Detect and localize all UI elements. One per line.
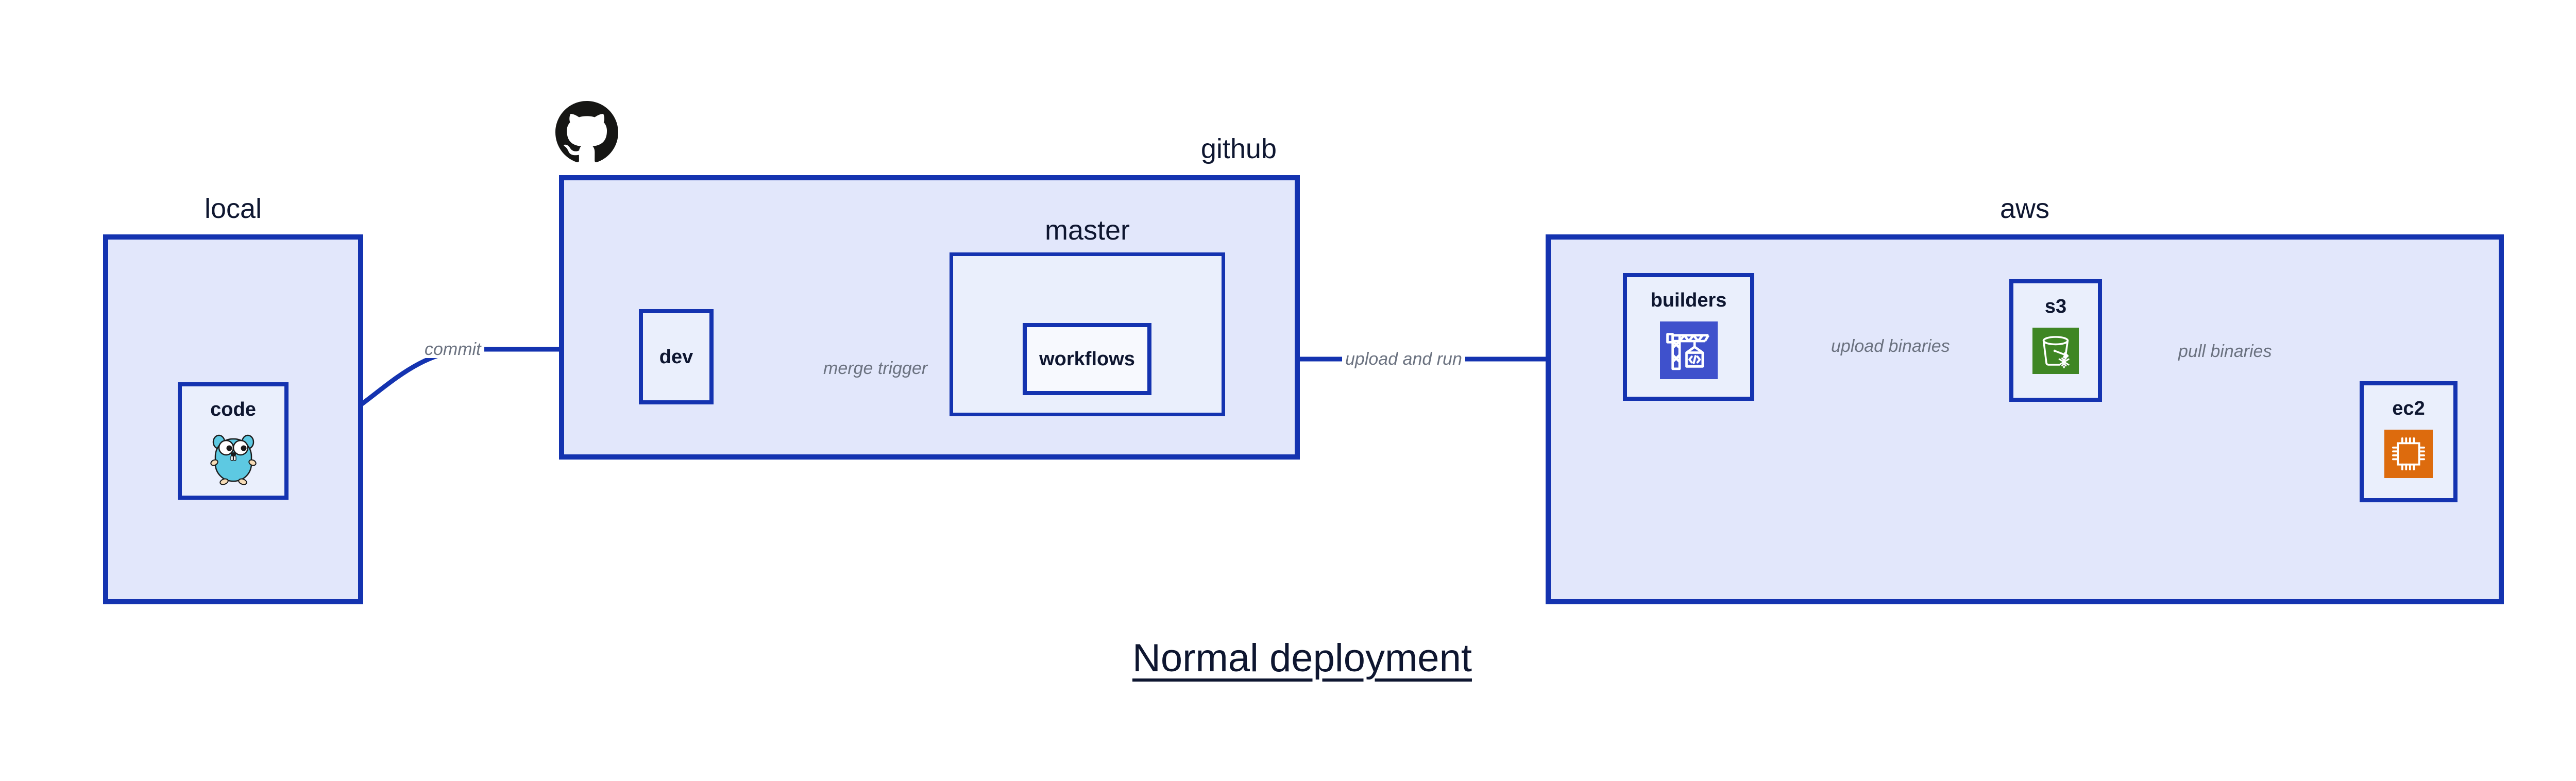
edge-label-upload-binaries: upload binaries: [1828, 337, 1953, 355]
edge-label-pull-binaries: pull binaries: [2175, 343, 2275, 360]
node-s3-label: s3: [2044, 296, 2067, 317]
node-s3[interactable]: s3: [2009, 279, 2102, 402]
edge-label-merge-trigger: merge trigger: [820, 360, 931, 377]
aws-codebuild-crane-icon: [1659, 321, 1718, 382]
node-code-label: code: [210, 399, 256, 420]
aws-s3-glacier-bucket-icon: [2032, 328, 2079, 377]
node-builders-label: builders: [1650, 290, 1727, 311]
aws-ec2-chip-icon: [2384, 430, 2433, 481]
node-workflows-label: workflows: [1039, 348, 1135, 370]
node-dev[interactable]: dev: [639, 309, 714, 404]
group-github-label: github: [1200, 133, 1277, 164]
github-octocat-icon: [555, 101, 618, 164]
node-ec2[interactable]: ec2: [2360, 381, 2458, 502]
go-gopher-icon: [209, 431, 258, 489]
node-workflows[interactable]: workflows: [1023, 323, 1151, 395]
node-builders[interactable]: builders: [1623, 273, 1754, 401]
node-ec2-label: ec2: [2392, 398, 2425, 419]
group-aws-label: aws: [1999, 193, 2050, 224]
group-master-label: master: [1044, 215, 1130, 246]
group-local-label: local: [204, 193, 262, 224]
edge-label-upload-and-run: upload and run: [1342, 350, 1465, 368]
edge-label-commit: commit: [421, 341, 484, 358]
node-dev-label: dev: [659, 346, 693, 368]
node-code[interactable]: code: [178, 382, 289, 500]
diagram-title: Normal deployment: [1132, 636, 1472, 680]
